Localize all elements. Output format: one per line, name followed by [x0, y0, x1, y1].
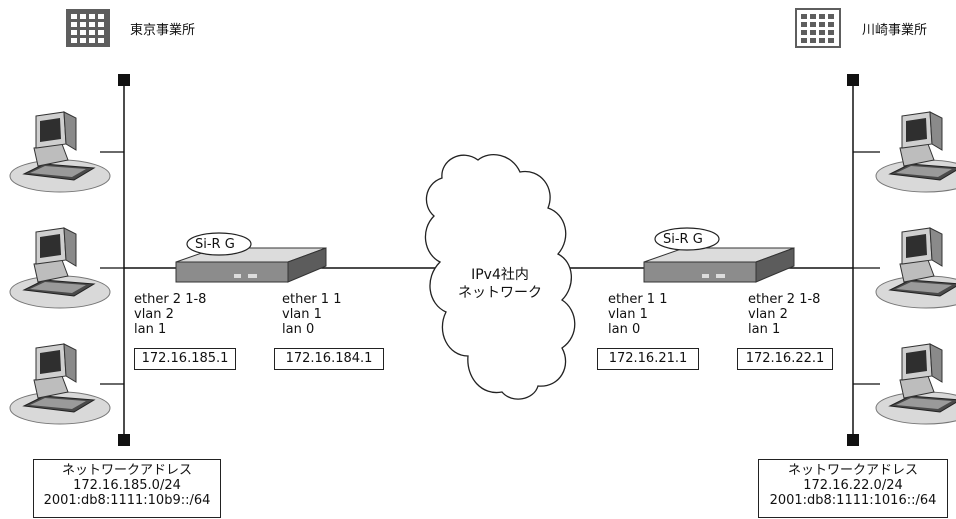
- network-ipv4: 172.16.22.0/24: [803, 478, 903, 493]
- left-network-address-box: ネットワークアドレス 172.16.185.0/24 2001:db8:1111…: [33, 459, 221, 518]
- router-icon: [643, 247, 795, 283]
- right-router-lan-port: ether 2 1-8 vlan 2 lan 1: [748, 292, 820, 337]
- pc-icon: [9, 111, 111, 193]
- left-router-model: Si-R G: [195, 237, 235, 252]
- vlan-label: vlan 1: [608, 307, 648, 322]
- left-router-lan-port: ether 2 1-8 vlan 2 lan 1: [134, 292, 206, 337]
- left-router-wan-port: ether 1 1 vlan 1 lan 0: [282, 292, 341, 337]
- cloud-icon: [424, 154, 576, 400]
- left-lan-terminator-top: [118, 74, 130, 86]
- vlan-label: vlan 2: [134, 307, 174, 322]
- left-router-badge-oval: [186, 232, 252, 256]
- pc-icon: [9, 227, 111, 309]
- right-router-badge-oval: [654, 227, 720, 251]
- right-router-model: Si-R G: [663, 232, 703, 247]
- vlan-label: vlan 2: [748, 307, 788, 322]
- site-name-kawasaki: 川崎事業所: [862, 23, 928, 38]
- lan-label: lan 0: [282, 322, 315, 337]
- right-lan-terminator-top: [847, 74, 859, 86]
- ether-label: ether 2 1-8: [134, 292, 207, 307]
- cloud-label-line1: IPv4社内: [471, 267, 529, 283]
- building-icon: [795, 8, 841, 48]
- left-lan-terminator-bottom: [118, 434, 130, 446]
- router-icon: [175, 247, 327, 283]
- ether-label: ether 1 1: [608, 292, 668, 307]
- lan-label: lan 1: [134, 322, 167, 337]
- ip-address-box: 172.16.185.1: [134, 348, 236, 370]
- ip-address-box: 172.16.21.1: [597, 348, 699, 370]
- ether-label: ether 1 1: [282, 292, 342, 307]
- ip-address-box: 172.16.22.1: [737, 348, 833, 370]
- right-router-wan-port: ether 1 1 vlan 1 lan 0: [608, 292, 667, 337]
- cloud-label: IPv4社内 ネットワーク: [440, 266, 560, 302]
- pc-icon: [875, 343, 956, 425]
- site-name-tokyo: 東京事業所: [130, 23, 196, 38]
- building-icon: [66, 9, 110, 47]
- ip-address-box: 172.16.184.1: [274, 348, 384, 370]
- lan-label: lan 0: [608, 322, 641, 337]
- pc-icon: [875, 227, 956, 309]
- pc-icon: [875, 111, 956, 193]
- right-lan-terminator-bottom: [847, 434, 859, 446]
- cloud-label-line2: ネットワーク: [458, 285, 542, 301]
- network-ipv6: 2001:db8:1111:10b9::/64: [43, 493, 211, 508]
- network-address-title: ネットワークアドレス: [61, 463, 192, 478]
- pc-icon: [9, 343, 111, 425]
- network-address-title: ネットワークアドレス: [787, 463, 918, 478]
- vlan-label: vlan 1: [282, 307, 322, 322]
- network-ipv6: 2001:db8:1111:1016::/64: [769, 493, 937, 508]
- lan-label: lan 1: [748, 322, 781, 337]
- right-network-address-box: ネットワークアドレス 172.16.22.0/24 2001:db8:1111:…: [758, 459, 948, 518]
- ether-label: ether 2 1-8: [748, 292, 821, 307]
- network-ipv4: 172.16.185.0/24: [73, 478, 181, 493]
